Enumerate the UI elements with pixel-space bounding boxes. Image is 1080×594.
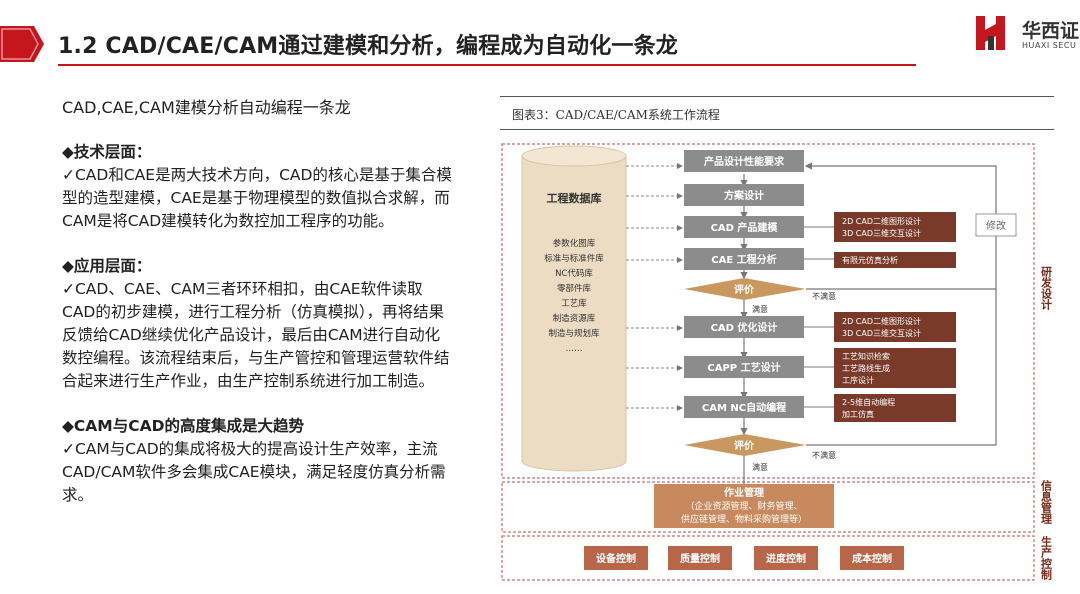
- section-trend: ◆CAM与CAD的高度集成是大趋势 ✓CAM与CAD的集成将极大的提高设计生产效…: [62, 415, 452, 507]
- note-line: 2-5维自动编程: [842, 397, 895, 407]
- section-heading: ◆CAM与CAD的高度集成是大趋势: [62, 417, 304, 435]
- step-label: CAM NC自动编程: [702, 401, 786, 414]
- note-line: 2D CAD二维图形设计: [842, 316, 921, 326]
- note-box: [834, 312, 956, 342]
- control-box: [584, 546, 648, 570]
- production-controls: 设备控制 质量控制 进度控制 成本控制: [584, 546, 904, 570]
- step-boxes: 产品设计性能要求 方案设计 CAD 产品建模 CAE 工程分析 CAD 优化设计…: [684, 150, 804, 418]
- rd-frame: [501, 143, 1035, 479]
- note-line: 3D CAD三维交互设计: [842, 328, 921, 338]
- step-label: CAD 产品建模: [711, 221, 779, 234]
- modify-box: [975, 213, 1017, 237]
- db-item: ……: [566, 344, 583, 354]
- operations-line: （企业资源管理、财务管理、: [685, 500, 802, 512]
- control-box: [754, 546, 818, 570]
- unsatisfied-label: 不满意: [812, 291, 836, 301]
- section-body: ✓CAD和CAE是两大技术方向，CAD的核心是基于集合模型的造型建模，CAE是基…: [62, 166, 452, 230]
- control-label: 进度控制: [766, 552, 806, 565]
- logo-name: 华西证: [1022, 20, 1080, 42]
- prod-frame: [501, 535, 1035, 581]
- lead-text: CAD,CAE,CAM建模分析自动编程一条龙: [62, 98, 351, 117]
- step-label: 方案设计: [724, 189, 764, 202]
- engineering-database: 工程数据库 参数化图库 标准与标准件库 NC代码库 零部件库 工艺库 制造资源库…: [521, 145, 627, 472]
- note-line: 2D CAD二维图形设计: [842, 216, 921, 226]
- step-box: [684, 150, 804, 172]
- control-box: [840, 546, 904, 570]
- step-box: [684, 356, 804, 378]
- control-box: [668, 546, 732, 570]
- unsatisfied-label: 不满意: [812, 450, 836, 460]
- figure-caption: 图表3：CAD/CAE/CAM系统工作流程: [512, 108, 720, 122]
- page-title: 1.2 CAD/CAE/CAM通过建模和分析，编程成为自动化一条龙: [58, 34, 679, 59]
- step-label: CAPP 工艺设计: [707, 361, 780, 374]
- note-line: 3D CAD三维交互设计: [842, 228, 921, 238]
- database-connectors: [626, 163, 683, 411]
- header-divider: [58, 64, 916, 66]
- modify-label: 修改: [986, 219, 1006, 232]
- db-item: 制造资源库: [553, 313, 596, 324]
- step-label: CAE 工程分析: [711, 253, 776, 266]
- db-item: 制造与规划库: [548, 328, 600, 339]
- evaluate-diamond: [684, 278, 806, 300]
- left-text-column: CAD,CAE,CAM建模分析自动编程一条龙 ◆技术层面： ✓CAD和CAE是两…: [62, 96, 452, 529]
- control-label: 设备控制: [596, 552, 636, 565]
- note-box: [834, 252, 956, 268]
- db-item: 标准与标准件库: [544, 253, 604, 264]
- step-box: [684, 184, 804, 206]
- section-heading: ◆应用层面：: [62, 257, 152, 275]
- huaxi-logo-mark: [976, 16, 1005, 50]
- step-box: [684, 216, 804, 238]
- database-title: 工程数据库: [547, 191, 602, 205]
- note-line: 加工仿真: [842, 409, 874, 419]
- evaluate-label: 评价: [734, 283, 755, 296]
- figure-top-rule: [500, 96, 1054, 97]
- operations-line: 供应链管理、物料采购管理等）: [681, 513, 807, 525]
- control-label: 质量控制: [680, 552, 720, 565]
- section-tech: ◆技术层面： ✓CAD和CAE是两大技术方向，CAD的核心是基于集合模型的造型建…: [62, 141, 452, 233]
- header-badge: [0, 26, 44, 62]
- note-line: 工艺路线生成: [842, 363, 890, 373]
- section-body: ✓CAM与CAD的集成将极大的提高设计生产效率，主流CAD/CAM软件多会集成C…: [62, 440, 446, 504]
- db-item: 零部件库: [557, 283, 592, 294]
- side-label-rd: 研发设计: [1040, 266, 1054, 311]
- db-item: 工艺库: [561, 298, 587, 309]
- step-label: CAD 优化设计: [711, 321, 778, 334]
- operations-box: [654, 484, 834, 528]
- operations-title: 作业管理: [724, 486, 764, 499]
- note-box: [834, 394, 956, 422]
- evaluation-nodes: 评价 评价: [684, 278, 806, 456]
- step-box: [684, 396, 804, 418]
- db-item: 参数化图库: [553, 238, 596, 249]
- db-item: NC代码库: [555, 268, 593, 279]
- evaluate-label: 评价: [734, 439, 755, 452]
- workflow-diagram: 研发设计 信息管理 生产控制 工程数据库 参数化图库 标准与标准件库 NC代码库…: [501, 143, 1054, 581]
- section-body: ✓CAD、CAE、CAM三者环环相扣，由CAE软件读取CAD的初步建模，进行工程…: [62, 280, 450, 390]
- note-line: 有限元仿真分析: [842, 255, 898, 265]
- note-connectors: [804, 226, 834, 408]
- note-box: [834, 212, 956, 242]
- satisfied-label: 满意: [752, 462, 768, 472]
- figure-caption-rule: [500, 129, 1054, 130]
- note-boxes: 2D CAD二维图形设计 3D CAD三维交互设计 有限元仿真分析 2D CAD…: [834, 212, 956, 422]
- satisfied-label: 满意: [752, 304, 768, 314]
- note-line: 工艺知识检索: [842, 351, 890, 361]
- section-application: ◆应用层面： ✓CAD、CAE、CAM三者环环相扣，由CAE软件读取CAD的初步…: [62, 255, 452, 393]
- step-box: [684, 248, 804, 270]
- step-label: 产品设计性能要求: [704, 155, 785, 168]
- logo-subtitle: HUAXI SECU: [1022, 41, 1077, 50]
- note-box: [834, 348, 956, 388]
- side-label-info: 信息管理: [1040, 479, 1053, 524]
- control-label: 成本控制: [852, 552, 892, 565]
- note-line: 工序设计: [842, 375, 874, 385]
- info-frame: [501, 481, 1035, 533]
- side-label-prod: 生产控制: [1040, 535, 1053, 581]
- evaluate-diamond: [684, 434, 806, 456]
- section-heading: ◆技术层面：: [62, 143, 152, 161]
- step-box: [684, 316, 804, 338]
